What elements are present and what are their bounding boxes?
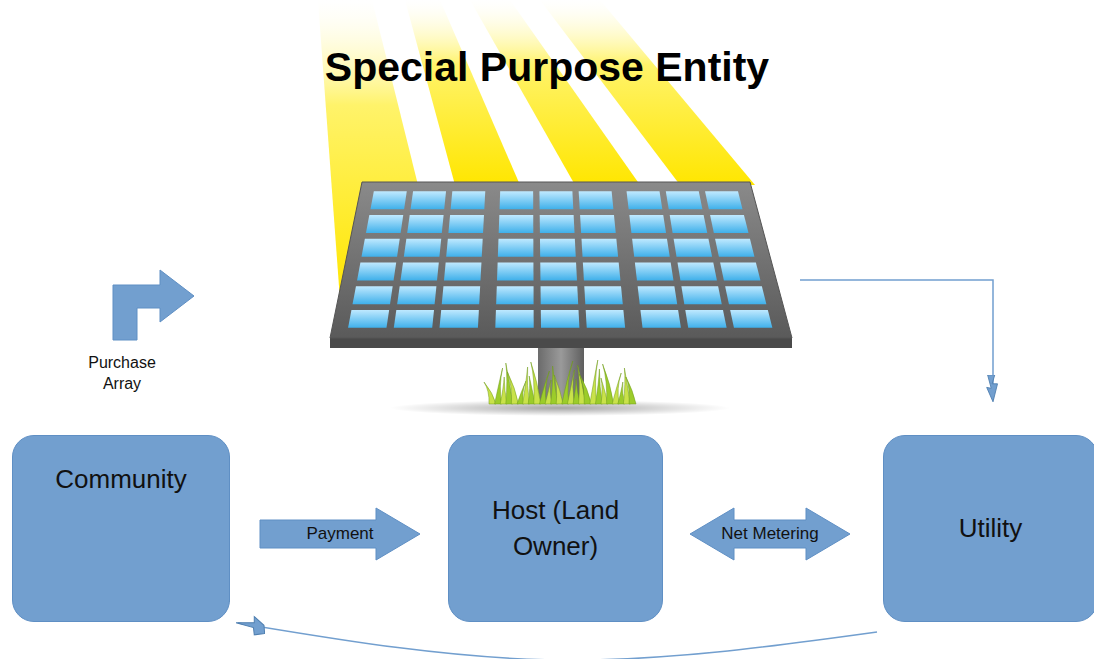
grass-blade xyxy=(567,370,574,404)
entity-label: Utility xyxy=(959,511,1023,547)
annotation-label: Purchase Array xyxy=(77,352,167,394)
grass-blade xyxy=(554,375,563,404)
solar-cell xyxy=(348,310,389,328)
solar-cell xyxy=(496,286,533,304)
solar-cell xyxy=(357,262,396,280)
solar-cell xyxy=(627,191,663,209)
solar-cell xyxy=(498,239,534,257)
grass-blade xyxy=(531,362,541,404)
solar-cell xyxy=(710,215,748,233)
solar-cell xyxy=(720,262,760,280)
solar-cell xyxy=(584,286,623,304)
entity-box: Community xyxy=(12,435,230,622)
grass-blade xyxy=(507,372,518,404)
solar-cell xyxy=(640,310,681,328)
solar-cell xyxy=(404,239,441,257)
solar-cell xyxy=(353,286,393,304)
solar-cell xyxy=(638,286,678,304)
solar-cell xyxy=(666,191,703,209)
power-feed-line xyxy=(800,280,993,400)
grass-blade xyxy=(579,374,591,404)
solar-cell xyxy=(411,191,446,209)
solar-cell xyxy=(541,286,579,304)
solar-cell xyxy=(495,310,533,328)
edge-label: Payment xyxy=(304,524,375,544)
solar-cell xyxy=(361,239,399,257)
solar-cell xyxy=(579,191,614,209)
entity-label: Community xyxy=(55,462,186,498)
solar-cell xyxy=(366,215,403,233)
bent-arrow xyxy=(113,270,194,340)
grass-blade xyxy=(523,367,530,404)
edge-label: Net Metering xyxy=(719,524,820,544)
solar-cell xyxy=(674,239,713,257)
grass xyxy=(484,360,636,404)
grass-blade xyxy=(595,369,602,404)
entity-box: Utility xyxy=(883,435,1094,622)
solar-cell xyxy=(440,310,479,328)
solar-cell xyxy=(635,262,674,280)
solar-cell xyxy=(499,215,534,233)
solar-cell xyxy=(632,239,670,257)
block-arrow xyxy=(260,508,420,560)
solar-cell xyxy=(540,262,577,280)
solar-cell xyxy=(670,215,708,233)
entity-label: Host (Land Owner) xyxy=(461,493,651,565)
solar-panel xyxy=(330,182,792,348)
solar-cell xyxy=(407,215,443,233)
diagram-title: Special Purpose Entity xyxy=(0,44,1094,91)
solar-cell xyxy=(705,191,742,209)
solar-cell xyxy=(397,286,436,304)
grass-blade xyxy=(603,364,614,404)
solar-cell xyxy=(629,215,666,233)
power-line xyxy=(238,623,877,659)
solar-cell xyxy=(677,262,716,280)
entity-box: Host (Land Owner) xyxy=(448,435,663,622)
solar-cell xyxy=(685,310,726,328)
solar-cell xyxy=(497,262,534,280)
solar-cell xyxy=(400,262,438,280)
solar-cell xyxy=(681,286,721,304)
solar-cell xyxy=(500,191,534,209)
solar-cell xyxy=(583,262,621,280)
solar-cell xyxy=(541,310,580,328)
grass-blade xyxy=(484,382,496,404)
solar-cell xyxy=(444,262,481,280)
solar-cell xyxy=(539,191,573,209)
solar-cell xyxy=(540,239,576,257)
solar-cell xyxy=(730,310,772,328)
solar-cell xyxy=(725,286,766,304)
solar-cell xyxy=(581,239,618,257)
solar-cell xyxy=(448,215,484,233)
solar-cell xyxy=(580,215,616,233)
block-arrow xyxy=(690,508,850,560)
solar-cell xyxy=(442,286,480,304)
solar-cell xyxy=(586,310,625,328)
solar-cell xyxy=(540,215,575,233)
grass-blade xyxy=(626,377,636,404)
solar-cell xyxy=(370,191,406,209)
solar-cell xyxy=(451,191,486,209)
solar-cell xyxy=(394,310,434,328)
solar-cell xyxy=(446,239,483,257)
solar-cell xyxy=(715,239,754,257)
